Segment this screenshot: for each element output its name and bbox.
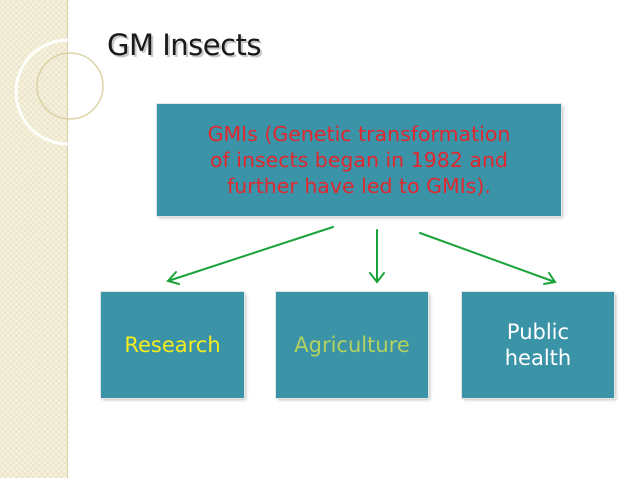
arrowhead-agriculture [369, 272, 385, 284]
child-node-public-health-line-2: health [504, 346, 572, 370]
decorative-side-band [0, 0, 68, 478]
root-node-box: GMIs (Genetic transformation of insects … [157, 104, 561, 216]
arrow-to-research [167, 226, 334, 282]
child-node-public-health-line-1: Public [506, 320, 570, 344]
child-node-public-health: Public health [462, 292, 614, 398]
child-node-agriculture-label: Agriculture [294, 333, 410, 357]
arrowhead-public-health [543, 272, 557, 285]
arrowhead-research [166, 271, 180, 285]
child-node-research-label: Research [124, 333, 221, 357]
root-node-line-1: GMIs (Genetic transformation [207, 122, 511, 146]
root-node-text: GMIs (Genetic transformation of insects … [208, 121, 511, 199]
decorative-arc-small [36, 52, 104, 120]
slide-title: GM Insects [107, 28, 262, 62]
child-node-agriculture: Agriculture [276, 292, 428, 398]
root-node-line-2: of insects began in 1982 and [210, 148, 508, 172]
child-node-research: Research [101, 292, 244, 398]
decorative-arc-large [14, 38, 122, 146]
child-node-public-health-label: Public health [505, 319, 571, 371]
root-node-line-3: further have led to GMIs). [227, 174, 491, 198]
decorative-arcs [14, 38, 122, 146]
arrow-to-public-health [419, 232, 556, 283]
